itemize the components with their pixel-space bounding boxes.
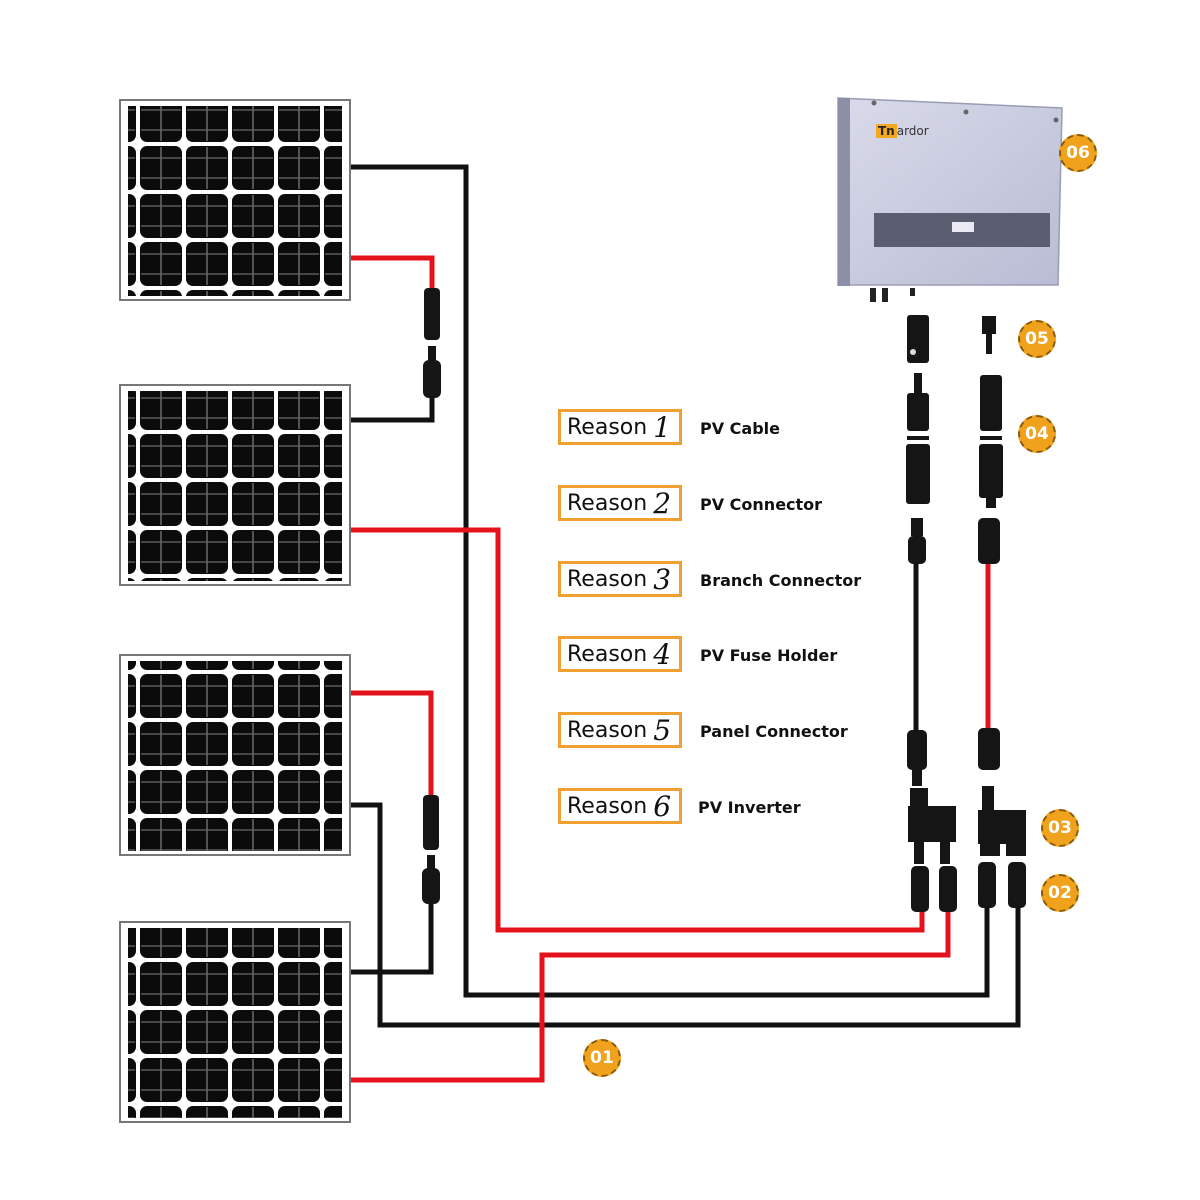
pv-inverter (837, 97, 1063, 302)
badge-05: 05 (1018, 320, 1056, 358)
reason-label-4: PV Fuse Holder (700, 646, 838, 665)
pv-connector (978, 728, 1000, 770)
reason-prefix: Reason (567, 641, 648, 667)
reason-number: 5 (653, 713, 672, 747)
badge-04: 04 (1018, 415, 1056, 453)
reason-number: 4 (653, 637, 672, 671)
reason-number: 2 (653, 486, 672, 520)
branch-connector (908, 788, 956, 864)
mc4-connector-pair (422, 795, 440, 904)
brand-suffix: ardor (896, 124, 929, 138)
reason-label-1: PV Cable (700, 419, 781, 438)
reason-label-5: Panel Connector (700, 722, 848, 741)
reason-prefix: Reason (567, 717, 648, 743)
solar-panel (119, 921, 351, 1123)
pv-connector (978, 518, 1000, 564)
pv-connector (908, 518, 926, 564)
mc4-connector (911, 862, 1026, 912)
badge-02: 02 (1041, 874, 1079, 912)
branch-connector (978, 786, 1026, 856)
pv-connector (907, 315, 929, 363)
reason-prefix: Reason (567, 793, 648, 819)
wire-negative (350, 395, 435, 423)
pv-connector (907, 730, 927, 786)
badge-06: 06 (1059, 134, 1097, 172)
wire-positive (350, 690, 434, 795)
wire-positive (350, 527, 925, 933)
solar-panel (119, 99, 351, 301)
pv-fuse-holder (979, 375, 1003, 508)
reason-label-6: PV Inverter (698, 798, 801, 817)
wire-negative (350, 900, 434, 975)
wire-positive (350, 255, 435, 290)
reason-number: 6 (653, 789, 672, 823)
reason-number: 3 (653, 562, 672, 596)
wire-negative (350, 802, 1021, 1028)
badge-03: 03 (1041, 809, 1079, 847)
reason-prefix: Reason (567, 566, 648, 592)
wire-positive (350, 905, 951, 1083)
reason-label-3: Branch Connector (700, 571, 862, 590)
reason-prefix: Reason (567, 490, 648, 516)
panel-connector (982, 316, 996, 354)
badge-01: 01 (583, 1039, 621, 1077)
brand-prefix: Tn (876, 124, 897, 138)
wires (350, 164, 1021, 1083)
solar-panel (119, 384, 351, 586)
mc4-connector-pair (423, 288, 441, 398)
reason-number: 1 (653, 410, 672, 444)
pv-fuse-holder (906, 373, 930, 504)
reason-prefix: Reason (567, 414, 648, 440)
wire-negative (350, 164, 990, 998)
reason-label-2: PV Connector (700, 495, 823, 514)
solar-panel (119, 654, 351, 856)
